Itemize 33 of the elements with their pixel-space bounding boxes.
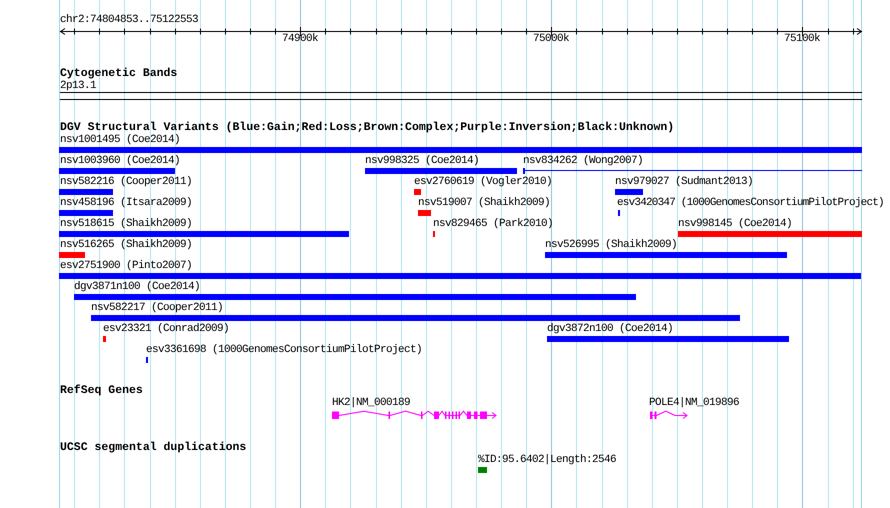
variant-label: nsv582217 (Cooper2011) [91,302,224,314]
variant-label: nsv518615 (Shaikh2009) [60,218,192,230]
duplication-label: %ID:95.6402|Length:2546 [478,454,616,466]
variant-label: nsv998325 (Coe2014) [365,156,480,166]
region-label: chr2:74804853..75122553 [60,15,198,26]
track-title: RefSeq Genes [60,385,143,397]
variant-label: dgv3872n100 (Coe2014) [547,324,674,334]
track-title: DGV Structural Variants (Blue:Gain;Red:Loss;Brown:Complex;Purple:Inversion;Black:Unknown) [60,122,674,134]
variant-label: dgv3871n100 (Coe2014) [74,282,200,292]
variant-label: nsv526995 (Shaikh2009) [545,240,678,250]
variant-label: nsv1001495 (Coe2014) [60,134,180,146]
variant-label: nsv979027 (Sudmant2013) [615,176,754,188]
gene-label: HK2|NM_000189 [332,398,410,408]
variant-label: esv23321 (Conrad2009) [103,324,230,334]
track-title: Cytogenetic Bands [60,68,178,80]
variant-label: esv2751900 (Pinto2007) [60,260,192,272]
variant-label: esv3420347 (1000GenomesConsortiumPilotProject) [617,198,884,208]
variant-label: esv2760619 (Vogler2010) [414,176,552,188]
variant-label: nsv834262 (Wong2007) [523,156,644,166]
variant-label: nsv582216 (Cooper2011) [60,176,192,188]
variant-label: nsv1003960 (Coe2014) [60,156,180,166]
variant-label: nsv516265 (Shaikh2009) [60,240,192,250]
variant-label: nsv458196 (Itsara2009) [60,198,192,208]
band-label: 2p13.1 [60,80,96,92]
variant-label: esv3361698 (1000GenomesConsortiumPilotProject) [146,344,422,356]
variant-label: nsv519007 (Shaikh2009) [418,198,550,208]
track-title: UCSC segmental duplications [60,442,246,454]
tick-label: 74900k [282,34,318,45]
variant-label: nsv998145 (Coe2014) [678,218,792,230]
gene-label: POLE4|NM_019896 [649,398,740,408]
variant-label: nsv829465 (Park2010) [433,218,554,230]
tick-label: 75100k [784,34,820,45]
tick-label: 75000k [533,34,569,45]
